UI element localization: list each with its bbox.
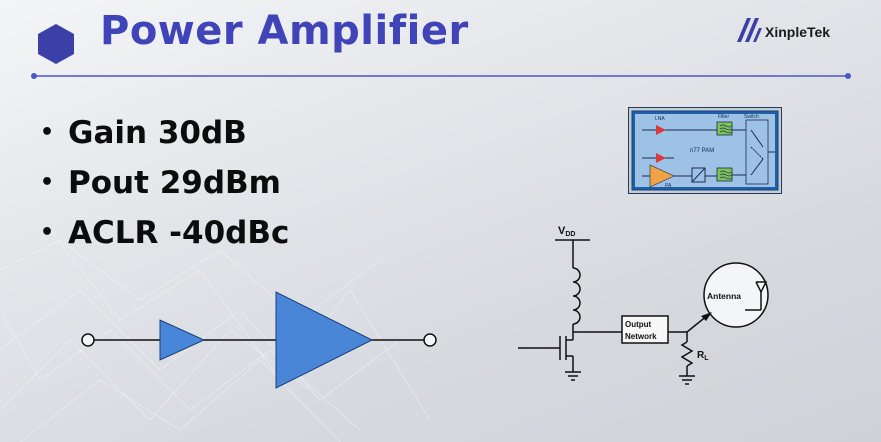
brand-name: XinpleTek (765, 24, 831, 40)
slide-title: Power Amplifier (100, 8, 469, 54)
driver-amplifier-icon (159, 319, 206, 361)
spec-aclr: ACLR -40dBc (68, 215, 290, 251)
svg-text:VDD: VDD (558, 225, 575, 238)
output-network-line1: Output (625, 320, 652, 329)
amplifier-chain-symbol (81, 291, 437, 389)
bullet-marker: • (40, 170, 55, 195)
spec-gain: Gain 30dB (68, 115, 247, 151)
list-item: • Gain 30dB (40, 108, 289, 158)
list-item: • ACLR -40dBc (40, 208, 289, 258)
input-terminal (81, 333, 95, 347)
spec-pout: Pout 29dBm (68, 165, 281, 201)
vdd-subscript: DD (565, 231, 575, 238)
bullet-marker: • (40, 120, 55, 145)
load-subscript: L (704, 355, 709, 362)
background-texture (0, 230, 431, 442)
switch-icon (745, 119, 769, 185)
pa-label: PA (665, 183, 672, 189)
driver-icon (656, 153, 666, 163)
switch-label: Switch (744, 114, 759, 120)
lna-icon (656, 125, 666, 135)
load-label: R (697, 350, 705, 361)
power-amplifier-icon (275, 291, 374, 389)
antenna-icon (703, 262, 769, 328)
title-divider (31, 73, 851, 79)
spec-list: • Gain 30dB • Pout 29dBm • ACLR -40dBc (40, 108, 289, 258)
antenna-label: Antenna (707, 291, 741, 301)
brand-logo: XinpleTek (735, 12, 855, 52)
xinpletek-logo-icon (737, 18, 762, 42)
output-network-box (621, 315, 669, 344)
module-label: n77 PAM (690, 148, 714, 154)
lna-label: LNA (655, 116, 665, 122)
list-item: • Pout 29dBm (40, 158, 289, 208)
pa-icon (649, 164, 675, 188)
pa-output-circuit: VDD Output Network Antenna RL (518, 225, 769, 385)
hexagon-icon (38, 24, 74, 64)
inductor-icon (572, 267, 581, 325)
svg-text:RL: RL (697, 350, 709, 362)
filter-label: Filter (718, 114, 729, 120)
load-resistor-icon (680, 341, 694, 367)
output-network-line2: Network (625, 332, 657, 341)
output-terminal (423, 333, 437, 347)
vdd-label: V (558, 225, 566, 237)
bullet-marker: • (40, 220, 55, 245)
n77-pam-block-diagram: LNA Filter Switch n77 PAM PA (628, 107, 782, 194)
